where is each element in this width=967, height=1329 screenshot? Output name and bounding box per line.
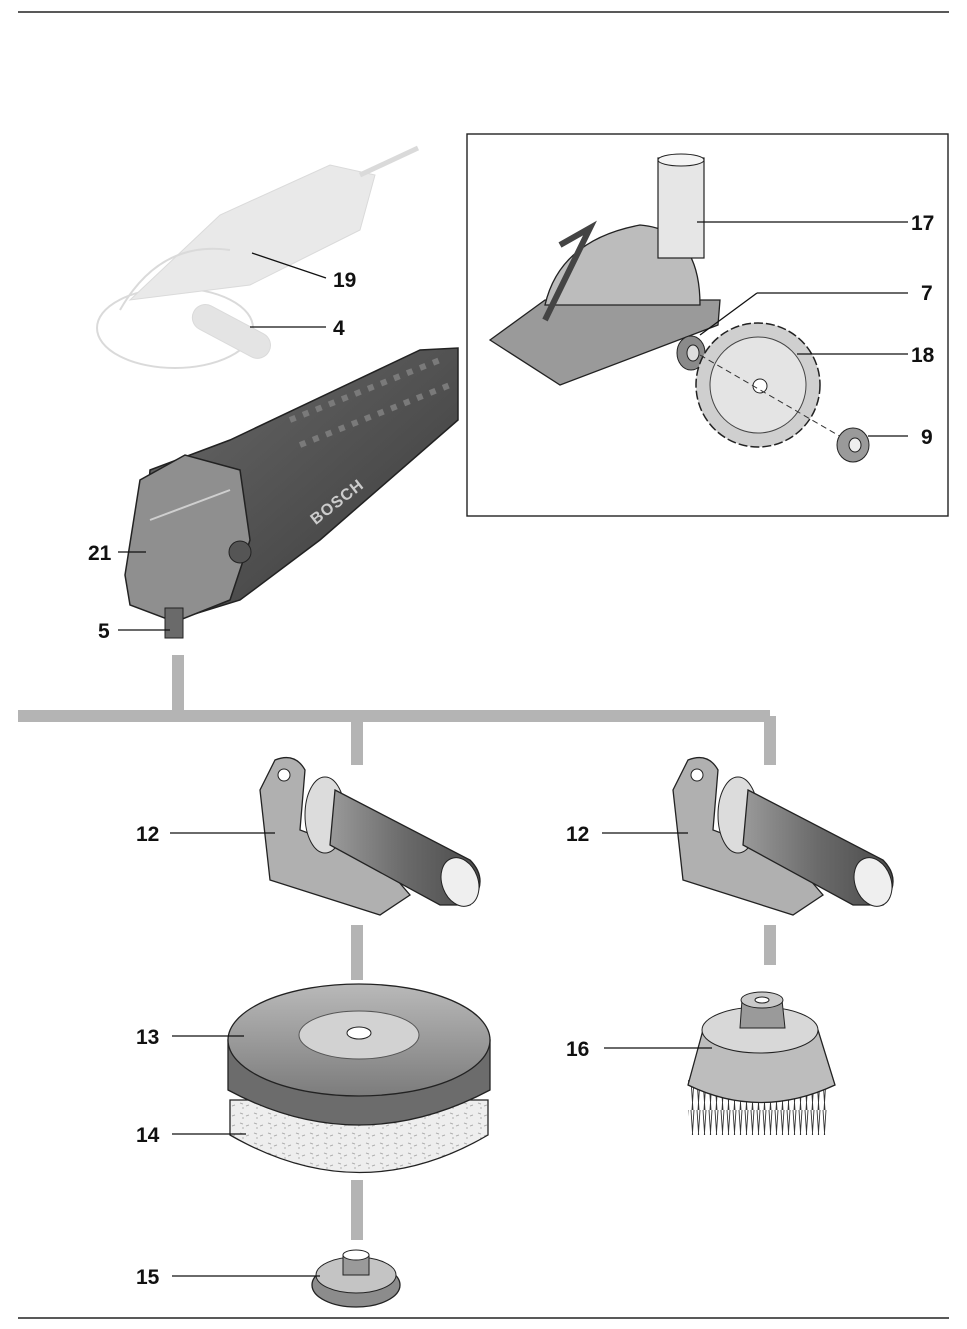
inset-frame — [466, 133, 949, 517]
callout-12-left: 12 — [136, 823, 159, 846]
spindle-nut-icon — [311, 1249, 401, 1308]
connector-tree — [18, 655, 776, 1240]
callout-15: 15 — [136, 1266, 160, 1289]
clamping-nut-icon — [836, 427, 870, 463]
lambswool-bonnet-icon — [229, 1099, 489, 1174]
rubber-sanding-plate-icon — [227, 983, 491, 1126]
callout-9: 9 — [921, 426, 933, 449]
callout-18: 18 — [911, 344, 935, 367]
callout-14: 14 — [136, 1124, 160, 1147]
diamond-blade-icon — [695, 322, 821, 448]
auxiliary-handle-left-icon — [259, 756, 481, 916]
callout-21: 21 — [88, 542, 112, 565]
leader-lines — [118, 221, 908, 1277]
cup-brush-icon — [687, 991, 836, 1135]
callout-12-right: 12 — [566, 823, 589, 846]
callout-4: 4 — [333, 317, 345, 340]
callout-5: 5 — [98, 620, 110, 643]
grinder-ghost-icon — [96, 145, 420, 369]
callout-7: 7 — [921, 282, 933, 305]
angle-grinder-icon: BOSCH — [124, 347, 459, 639]
callout-13: 13 — [136, 1026, 159, 1049]
cutting-guard-icon — [488, 153, 721, 386]
callout-17: 17 — [911, 212, 934, 235]
callout-19: 19 — [333, 269, 356, 292]
callout-16: 16 — [566, 1038, 589, 1061]
auxiliary-handle-right-icon — [672, 756, 894, 916]
